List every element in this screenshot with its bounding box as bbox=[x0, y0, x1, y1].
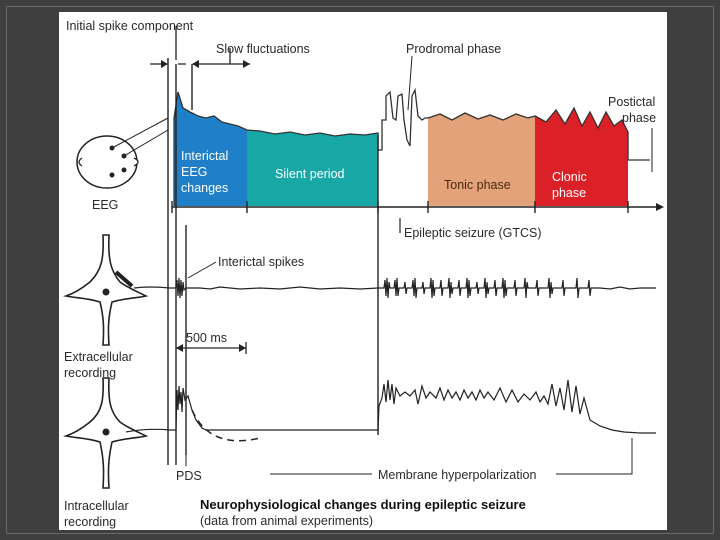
time-marker-lines bbox=[167, 58, 379, 465]
prodromal-pointer bbox=[407, 55, 413, 111]
interictal-spikes-pointer bbox=[187, 261, 217, 279]
clonic-label-2: phase bbox=[552, 186, 586, 200]
prodromal-label: Prodromal phase bbox=[406, 42, 501, 56]
pds-label: PDS bbox=[176, 469, 202, 483]
interictal-label-2: EEG bbox=[181, 165, 207, 179]
membrane-hyperpolarization-pointer bbox=[270, 438, 633, 475]
figure-subtitle: (data from animal experiments) bbox=[200, 514, 373, 528]
eeg-trace bbox=[173, 87, 650, 206]
head-icon bbox=[76, 117, 169, 189]
postictal-label-1: Postictal bbox=[608, 95, 655, 109]
interictal-spikes-label: Interictal spikes bbox=[218, 255, 304, 269]
extracellular-trace bbox=[170, 277, 656, 299]
extracellular-neuron-icon bbox=[62, 234, 171, 346]
500ms-label: 500 ms bbox=[186, 331, 227, 345]
intracellular-trace bbox=[170, 379, 656, 434]
slide-frame bbox=[6, 6, 714, 534]
intracellular-label-1: Intracellular bbox=[64, 499, 129, 513]
postictal-label-2: phase bbox=[622, 111, 656, 125]
silent-period-label: Silent period bbox=[275, 167, 345, 181]
intracellular-label-2: recording bbox=[64, 515, 116, 529]
eeg-axis-arrowhead bbox=[656, 203, 664, 211]
tonic-phase-label: Tonic phase bbox=[444, 178, 511, 192]
intracellular-neuron-icon bbox=[62, 377, 171, 489]
interictal-eeg-region bbox=[174, 92, 247, 206]
clonic-phase-region bbox=[535, 108, 628, 206]
interictal-label-3: changes bbox=[181, 181, 228, 195]
extracellular-label-1: Extracellular bbox=[64, 350, 133, 364]
figure-panel bbox=[59, 12, 667, 530]
seizure-label: Epileptic seizure (GTCS) bbox=[404, 226, 542, 240]
silent-period-region bbox=[247, 130, 378, 206]
figure-title: Neurophysiological changes during epilep… bbox=[200, 497, 526, 512]
membrane-hyperpolarization-label: Membrane hyperpolarization bbox=[378, 468, 536, 482]
tonic-phase-region bbox=[428, 113, 535, 206]
eeg-label: EEG bbox=[92, 198, 118, 212]
slow-fluctuations-label: Slow fluctuations bbox=[216, 42, 310, 56]
interictal-label-1: Interictal bbox=[181, 149, 228, 163]
clonic-label-1: Clonic bbox=[552, 170, 587, 184]
extracellular-label-2: recording bbox=[64, 366, 116, 380]
slow-fluctuations-bracket bbox=[193, 48, 250, 65]
hyperpolarization-dashed-curve bbox=[191, 409, 261, 442]
initial-spike-label: Initial spike component bbox=[66, 19, 194, 33]
